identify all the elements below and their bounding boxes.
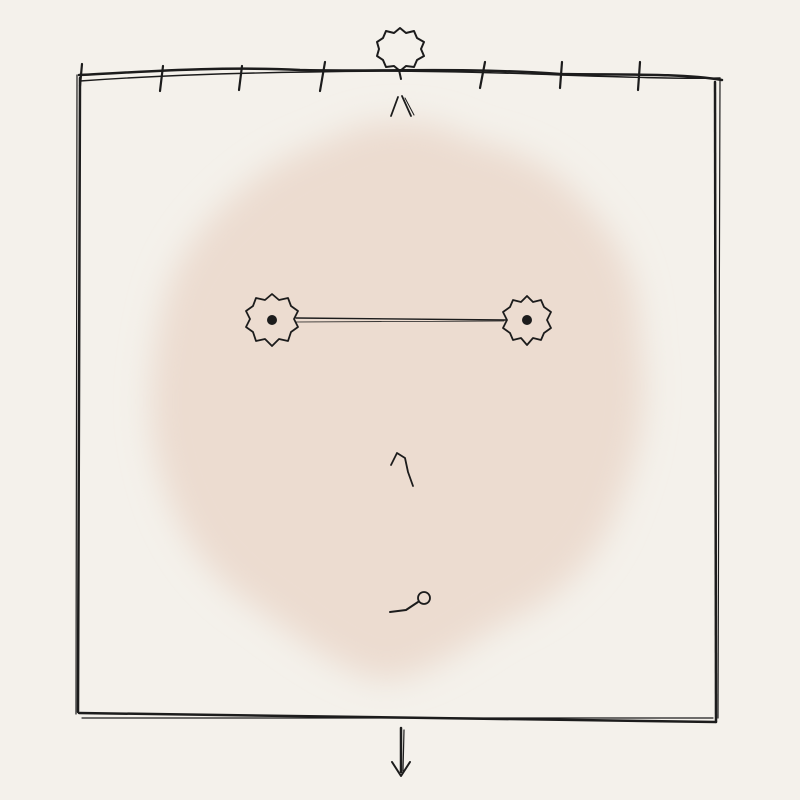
blurred-blob	[150, 121, 644, 680]
circle-pin-marker	[376, 27, 425, 117]
node-connector	[295, 317, 507, 323]
small-pin-mark	[389, 591, 431, 613]
right-node[interactable]	[502, 295, 552, 346]
hook-mark	[390, 452, 414, 487]
top-ruler	[77, 60, 724, 93]
sketch-frame	[75, 74, 721, 724]
left-node[interactable]	[245, 293, 299, 347]
down-arrow-icon[interactable]	[391, 726, 411, 777]
